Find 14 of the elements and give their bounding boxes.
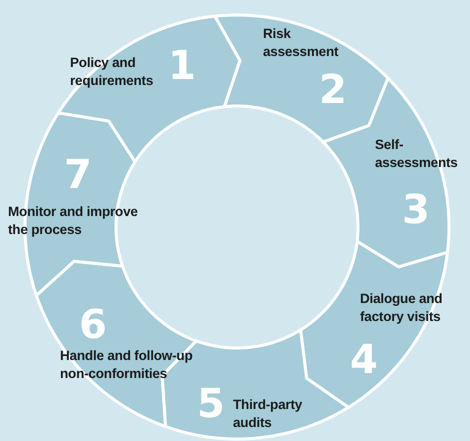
step-label: Dialogue and factory visits: [360, 290, 444, 326]
step-number: 6: [79, 305, 107, 345]
step-label: Third-party audits: [233, 396, 304, 432]
step-label: Handle and follow-up non-conformities: [60, 347, 194, 383]
step-number: 1: [168, 46, 196, 86]
step-number: 4: [350, 340, 378, 380]
step-label: Self-assessments: [375, 136, 459, 172]
step-label: Policy and requirements: [70, 54, 154, 90]
step-number: 2: [319, 70, 347, 110]
step-number: 3: [402, 190, 430, 230]
step-label: Risk assessment: [263, 25, 340, 61]
step-label: Monitor and improve the process: [8, 203, 139, 239]
step-number: 5: [197, 384, 225, 424]
step-number: 7: [64, 155, 92, 195]
